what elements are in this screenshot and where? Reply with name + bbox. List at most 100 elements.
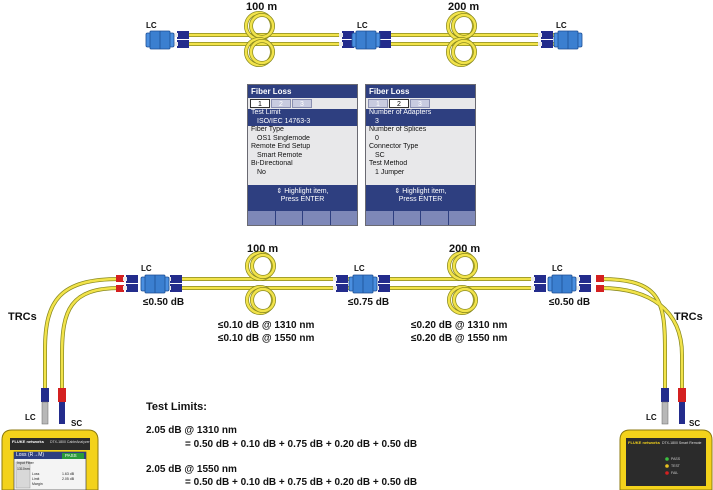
setting-value-test-limit[interactable]: ISO/IEC 14763-3 bbox=[248, 117, 357, 126]
setting-value-remote-end-setup[interactable]: Smart Remote bbox=[257, 151, 303, 159]
setting-value-number-of-splices[interactable]: 0 bbox=[375, 134, 379, 142]
softkeys bbox=[366, 211, 475, 225]
remote-unit-model: DTX-1800 Smart Remote bbox=[662, 441, 702, 445]
main-unit-row-label: Limit bbox=[32, 477, 40, 481]
adapter-left-loss: ≤0.50 dB bbox=[143, 297, 185, 308]
test-limit-1310: 2.05 dB @ 1310 nm bbox=[146, 425, 237, 436]
test-formula-1550: = 0.50 dB + 0.10 dB + 0.75 dB + 0.20 dB … bbox=[185, 477, 418, 488]
top-link bbox=[145, 11, 583, 67]
span2-loss-1550: ≤0.20 dB @ 1550 nm bbox=[411, 333, 508, 344]
tab-2[interactable]: 2 bbox=[271, 99, 291, 108]
span1-loss-1310: ≤0.10 dB @ 1310 nm bbox=[218, 320, 315, 331]
led-pass-icon bbox=[665, 457, 669, 461]
updown-arrow-icon: ⇕ bbox=[276, 188, 283, 195]
softkey-4[interactable] bbox=[448, 211, 475, 225]
setting-label-test-limit[interactable]: Test Limit bbox=[248, 109, 357, 118]
main-unit-model: DTX-1800 CableAnalyzer bbox=[50, 440, 90, 444]
main-unit-lc-label: LC bbox=[25, 413, 36, 422]
bottom-span2-length: 200 m bbox=[449, 243, 481, 255]
top-connector-left-label: LC bbox=[146, 21, 157, 30]
tab-3[interactable]: 3 bbox=[410, 99, 430, 108]
led-fail-label: FAIL bbox=[671, 471, 679, 475]
setting-value-fiber-type[interactable]: OS1 Singlemode bbox=[257, 134, 310, 142]
fiber-loss-screen-1: Fiber Loss 1 2 3 Test Limit ISO/IEC 1476… bbox=[247, 84, 358, 226]
test-limits-heading: Test Limits: bbox=[146, 401, 207, 413]
setting-label-connector-type[interactable]: Connector Type bbox=[369, 143, 419, 150]
main-unit-sc-label: SC bbox=[71, 419, 83, 428]
main-unit-status-badge: PASS bbox=[65, 453, 77, 458]
tab-1[interactable]: 1 bbox=[250, 99, 270, 108]
trc-left-label: TRCs bbox=[8, 311, 37, 323]
test-limit-1550: 2.05 dB @ 1550 nm bbox=[146, 464, 237, 475]
hint-line-1: Highlight item, bbox=[402, 188, 447, 195]
setting-label-number-of-adapters[interactable]: Number of Adapters bbox=[366, 109, 475, 118]
main-unit-row-label: 1310nm bbox=[17, 467, 30, 471]
remote-tester bbox=[619, 429, 713, 490]
top-span1-length: 100 m bbox=[246, 1, 278, 13]
top-connector-mid-label: LC bbox=[357, 21, 368, 30]
softkey-2[interactable] bbox=[275, 211, 303, 225]
remote-unit-connectors bbox=[661, 388, 686, 425]
tab-3[interactable]: 3 bbox=[292, 99, 312, 108]
setting-value-test-method[interactable]: 1 Jumper bbox=[375, 168, 405, 176]
softkey-3[interactable] bbox=[421, 211, 449, 225]
softkey-2[interactable] bbox=[393, 211, 421, 225]
bottom-adapter-right-label: LC bbox=[552, 264, 563, 273]
bottom-link bbox=[43, 251, 684, 390]
hint-line-2: Press ENTER bbox=[398, 196, 443, 203]
adapter-mid-loss: ≤0.75 dB bbox=[348, 297, 390, 308]
remote-unit-lc-label: LC bbox=[646, 413, 657, 422]
softkey-1[interactable] bbox=[248, 211, 276, 225]
top-span2-length: 200 m bbox=[448, 1, 480, 13]
setting-label-test-method[interactable]: Test Method bbox=[369, 160, 408, 167]
screen-title: Fiber Loss bbox=[248, 85, 357, 98]
main-unit-row-value: 2.05 dB bbox=[62, 477, 75, 481]
setting-label-number-of-splices[interactable]: Number of Splices bbox=[369, 126, 427, 133]
led-test-label: TEST bbox=[671, 464, 680, 468]
setting-label-bi-directional[interactable]: Bi-Directional bbox=[251, 160, 293, 167]
setting-value-number-of-adapters[interactable]: 3 bbox=[366, 117, 475, 126]
setting-label-remote-end-setup[interactable]: Remote End Setup bbox=[251, 143, 311, 150]
softkey-3[interactable] bbox=[303, 211, 331, 225]
trc-right-label: TRCs bbox=[674, 311, 703, 323]
main-unit-screen-title: Loss (R→M) bbox=[16, 452, 45, 458]
led-pass-label: PASS bbox=[671, 457, 681, 461]
adapter-right-bottom bbox=[547, 274, 577, 294]
adapter-right-top bbox=[553, 30, 583, 50]
bottom-adapter-mid-label: LC bbox=[354, 264, 365, 273]
main-unit-row-label: Loss bbox=[32, 472, 40, 476]
top-connector-right-label: LC bbox=[556, 21, 567, 30]
fiber-coil-200m-bottom bbox=[447, 251, 478, 281]
main-unit-section: Input Fiber bbox=[17, 461, 34, 465]
main-unit-row-value: 1.63 dB bbox=[62, 472, 75, 476]
remote-unit-sc-label: SC bbox=[689, 419, 701, 428]
setting-label-fiber-type[interactable]: Fiber Type bbox=[251, 126, 284, 133]
fiber-coil-100m-bottom bbox=[245, 251, 276, 281]
remote-unit-brand: FLUKE networks bbox=[628, 440, 661, 445]
led-fail-icon bbox=[665, 471, 669, 475]
bottom-adapter-left-label: LC bbox=[141, 264, 152, 273]
adapter-left-bottom bbox=[140, 274, 170, 294]
setting-value-connector-type[interactable]: SC bbox=[375, 151, 385, 159]
test-formula-1310: = 0.50 dB + 0.10 dB + 0.75 dB + 0.20 dB … bbox=[185, 439, 418, 450]
setting-value-bi-directional[interactable]: No bbox=[257, 168, 266, 176]
adapter-mid-bottom bbox=[348, 274, 378, 294]
softkeys bbox=[248, 211, 357, 225]
adapter-right-loss: ≤0.50 dB bbox=[549, 297, 591, 308]
tab-1[interactable]: 1 bbox=[368, 99, 388, 108]
screen-hint: ⇕ Highlight item, Press ENTER bbox=[366, 185, 475, 213]
updown-arrow-icon: ⇕ bbox=[394, 188, 401, 195]
adapter-mid-top bbox=[351, 30, 381, 50]
fiber-loss-screen-2: Fiber Loss 1 2 3 Number of Adapters 3 Nu… bbox=[365, 84, 476, 226]
span2-loss-1310: ≤0.20 dB @ 1310 nm bbox=[411, 320, 508, 331]
hint-line-2: Press ENTER bbox=[280, 196, 325, 203]
fiber-coil-100m-top bbox=[244, 11, 275, 41]
main-unit-brand: FLUKE networks bbox=[12, 439, 45, 444]
main-tester bbox=[1, 429, 99, 490]
screen-title: Fiber Loss bbox=[366, 85, 475, 98]
softkey-1[interactable] bbox=[366, 211, 394, 225]
adapter-left-top bbox=[145, 30, 175, 50]
softkey-4[interactable] bbox=[330, 211, 357, 225]
tab-2[interactable]: 2 bbox=[389, 99, 409, 108]
